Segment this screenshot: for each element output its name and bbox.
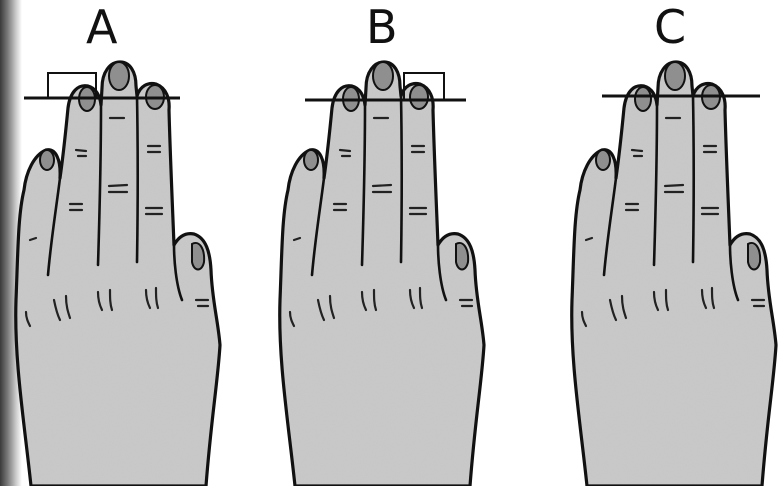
panel-label-c: C [654, 4, 686, 50]
hand-b [280, 62, 484, 486]
hand-a [16, 62, 220, 486]
hand-c [572, 62, 776, 486]
panel-label-a: A [86, 4, 117, 50]
panel-label-b: B [366, 4, 398, 50]
